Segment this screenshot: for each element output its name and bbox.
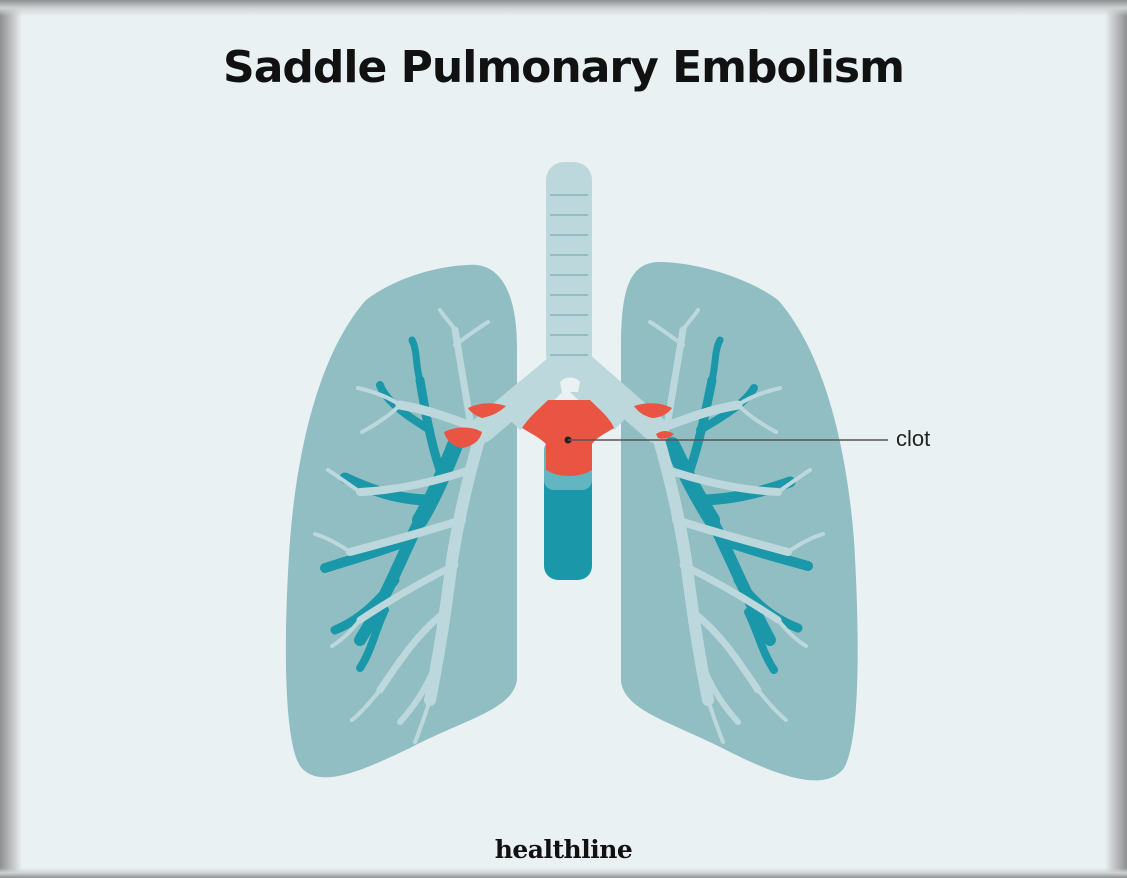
brand-logo[interactable]: healthline bbox=[0, 835, 1127, 864]
right-lung bbox=[621, 262, 858, 780]
left-lung bbox=[286, 265, 517, 778]
clot-label: clot bbox=[896, 426, 930, 452]
